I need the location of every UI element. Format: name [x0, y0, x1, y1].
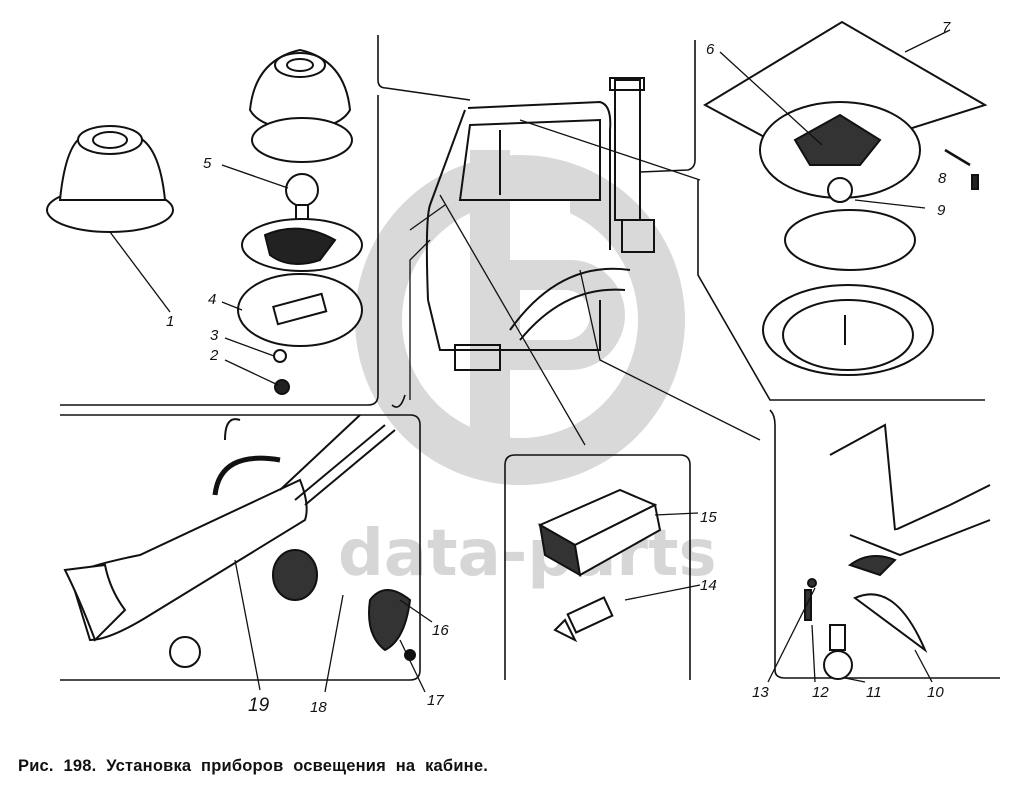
callout-7: 7 [942, 19, 951, 36]
parts-diagram: data-parts [46, 19, 1000, 716]
callout-15: 15 [700, 509, 717, 526]
callout-6: 6 [706, 41, 715, 58]
callout-1: 1 [166, 313, 174, 330]
watermark-logo [355, 150, 685, 485]
callout-4: 4 [208, 291, 216, 308]
callout-11: 11 [866, 684, 882, 701]
cab-illustration [409, 77, 761, 446]
callout-3: 3 [210, 327, 219, 344]
callout-10: 10 [927, 684, 944, 701]
portable-lamp [63, 414, 433, 693]
callout-16: 16 [432, 622, 449, 639]
marker-lamp-exploded [221, 48, 363, 395]
callout-19: 19 [248, 695, 270, 716]
callout-2: 2 [209, 347, 219, 364]
callout-9: 9 [937, 202, 946, 219]
callout-12: 12 [812, 684, 829, 701]
switch-block [537, 488, 701, 643]
callout-18: 18 [310, 699, 327, 716]
marker-lamp-1 [46, 125, 174, 313]
panel-dividers [60, 35, 1000, 681]
callout-14: 14 [700, 577, 717, 594]
figure-caption: Рис. 198. Установка приборов освещения н… [18, 757, 488, 775]
step-lamp [767, 423, 991, 683]
callout-17: 17 [427, 692, 444, 709]
callout-5: 5 [203, 155, 212, 172]
dome-lamp [702, 20, 988, 376]
callout-13: 13 [752, 684, 769, 701]
callout-8: 8 [938, 170, 947, 187]
